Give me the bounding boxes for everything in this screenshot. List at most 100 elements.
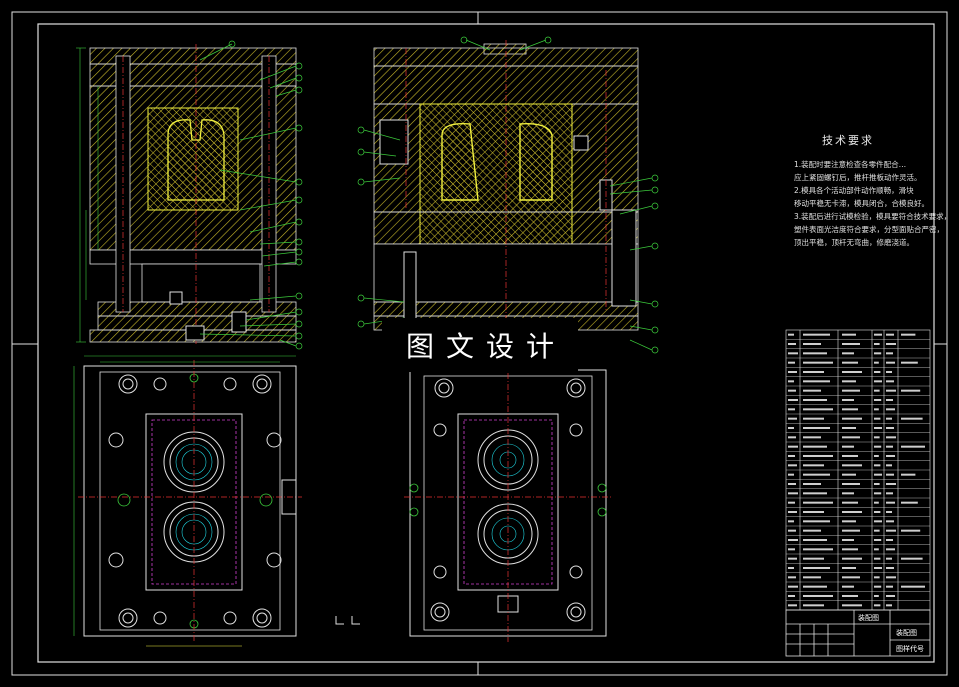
bom-cell-text <box>788 436 796 439</box>
bom-cell-text <box>803 520 830 523</box>
bom-cell-text <box>874 464 881 467</box>
bom-cell-text <box>874 483 880 485</box>
bom-cell-text <box>874 567 882 569</box>
drawing-frame <box>11 11 948 676</box>
bom-cell-text <box>886 501 895 504</box>
bom-cell-text <box>788 464 797 467</box>
bom-cell-text <box>886 473 894 476</box>
bom-cell-text <box>886 445 893 448</box>
bom-cell-text <box>901 585 925 588</box>
bom-cell-text <box>842 539 854 541</box>
bom-cell-text <box>886 483 896 485</box>
bom-cell-text <box>803 548 833 551</box>
bom-cell-text <box>803 408 833 411</box>
bom-cell-text <box>788 511 797 513</box>
title-block-label: 装配图 <box>858 614 879 622</box>
bom-cell-text <box>803 380 830 383</box>
bom-cell-text <box>788 539 798 541</box>
bom-cell-text <box>886 557 892 560</box>
bom-cell-text <box>886 455 895 457</box>
bom-cell-text <box>886 417 892 420</box>
bom-cell-text <box>886 389 896 392</box>
bom-cell-text <box>886 548 895 551</box>
bom-cell-text <box>803 399 827 401</box>
bom-cell-text <box>901 445 925 448</box>
bom-cell-text <box>874 361 879 364</box>
bom-cell-text <box>842 343 860 345</box>
bom-cell-text <box>842 501 858 504</box>
bom-cell-text <box>842 380 856 383</box>
bom-cell-text <box>874 333 882 336</box>
bom-cell-text <box>874 529 880 532</box>
bom-cell-text <box>842 361 858 364</box>
bom-rows <box>786 333 930 607</box>
tech-note: 移动平稳无卡滞，模具闭合，合模良好。 <box>794 199 929 208</box>
bom-cell-text <box>886 464 892 467</box>
tech-requirements-notes: 1.装配时要注意检查各零件配合… 应上紧固螺钉后，推杆推板动作灵活。 2.模具各… <box>794 158 951 249</box>
bom-cell-text <box>788 417 797 420</box>
bom-cell-text <box>874 595 879 597</box>
bom-cell-text <box>842 585 854 588</box>
bom-cell-text <box>874 492 882 495</box>
bom-cell-text <box>874 389 880 392</box>
bom-cell-text <box>842 604 862 607</box>
bom-cell-text <box>788 343 796 345</box>
bom-cell-text <box>788 548 795 551</box>
bom-cell-text <box>842 483 860 485</box>
bom-cell-text <box>874 557 881 560</box>
bom-cell-text <box>842 389 860 392</box>
bom-cell-text <box>788 473 794 476</box>
bom-cell-text <box>842 520 856 523</box>
bom-cell-text <box>874 408 879 411</box>
bom-cell-text <box>874 445 882 448</box>
bom-cell-text <box>886 427 894 429</box>
bom-cell-text <box>874 343 880 345</box>
bom-cell-text <box>788 427 794 429</box>
bom-cell-text <box>874 417 881 420</box>
right-section-view <box>357 36 659 354</box>
bom-cell-text <box>803 445 827 448</box>
bom-cell-text <box>803 539 827 541</box>
bom-cell-text <box>842 492 854 495</box>
bom-cell-text <box>886 352 893 355</box>
bom-cell-text <box>788 529 796 532</box>
bom-cell-text <box>788 333 794 336</box>
bom-cell-text <box>886 436 896 439</box>
bom-cell-text <box>803 492 827 495</box>
bom-cell-text <box>886 408 895 411</box>
bom-cell-text <box>874 473 882 476</box>
bom-cell-text <box>874 548 879 551</box>
corner-marks <box>335 616 360 625</box>
left-section-view <box>76 40 303 350</box>
tech-note: 顶出平稳，顶杆无弯曲，修磨浇道。 <box>794 238 914 247</box>
bom-cell-text <box>886 539 893 541</box>
bom-cell-text <box>788 501 795 504</box>
bom-cell-text <box>842 595 858 597</box>
bom-cell-text <box>803 557 824 560</box>
bom-cell-text <box>803 501 833 504</box>
bom-cell-text <box>842 576 860 579</box>
bom-cell-text <box>803 511 824 513</box>
bom-cell-text <box>874 371 881 373</box>
bom-cell-text <box>842 455 858 457</box>
bom-cell-text <box>788 371 797 373</box>
bom-cell-text <box>874 427 882 429</box>
bom-cell-text <box>803 483 821 485</box>
bom-cell-text <box>842 333 856 336</box>
bom-cell-text <box>788 352 798 355</box>
title-block-label: 装配图 <box>896 629 917 637</box>
bom-cell-text <box>886 585 893 588</box>
bom-cell-text <box>842 371 862 373</box>
bom-cell-text <box>886 529 896 532</box>
bom-cell-text <box>886 492 893 495</box>
watermark-banner: 图文设计 <box>382 318 578 372</box>
bom-cell-text <box>842 427 856 429</box>
bom-cell-text <box>842 473 856 476</box>
tech-note: 塑件表面光洁度符合要求，分型面贴合严密， <box>794 225 944 234</box>
bom-cell-text <box>788 380 794 383</box>
bom-cell-text <box>842 511 862 513</box>
bom-cell-text <box>803 473 830 476</box>
bom-cell-text <box>842 464 862 467</box>
bom-cell-text <box>886 343 896 345</box>
